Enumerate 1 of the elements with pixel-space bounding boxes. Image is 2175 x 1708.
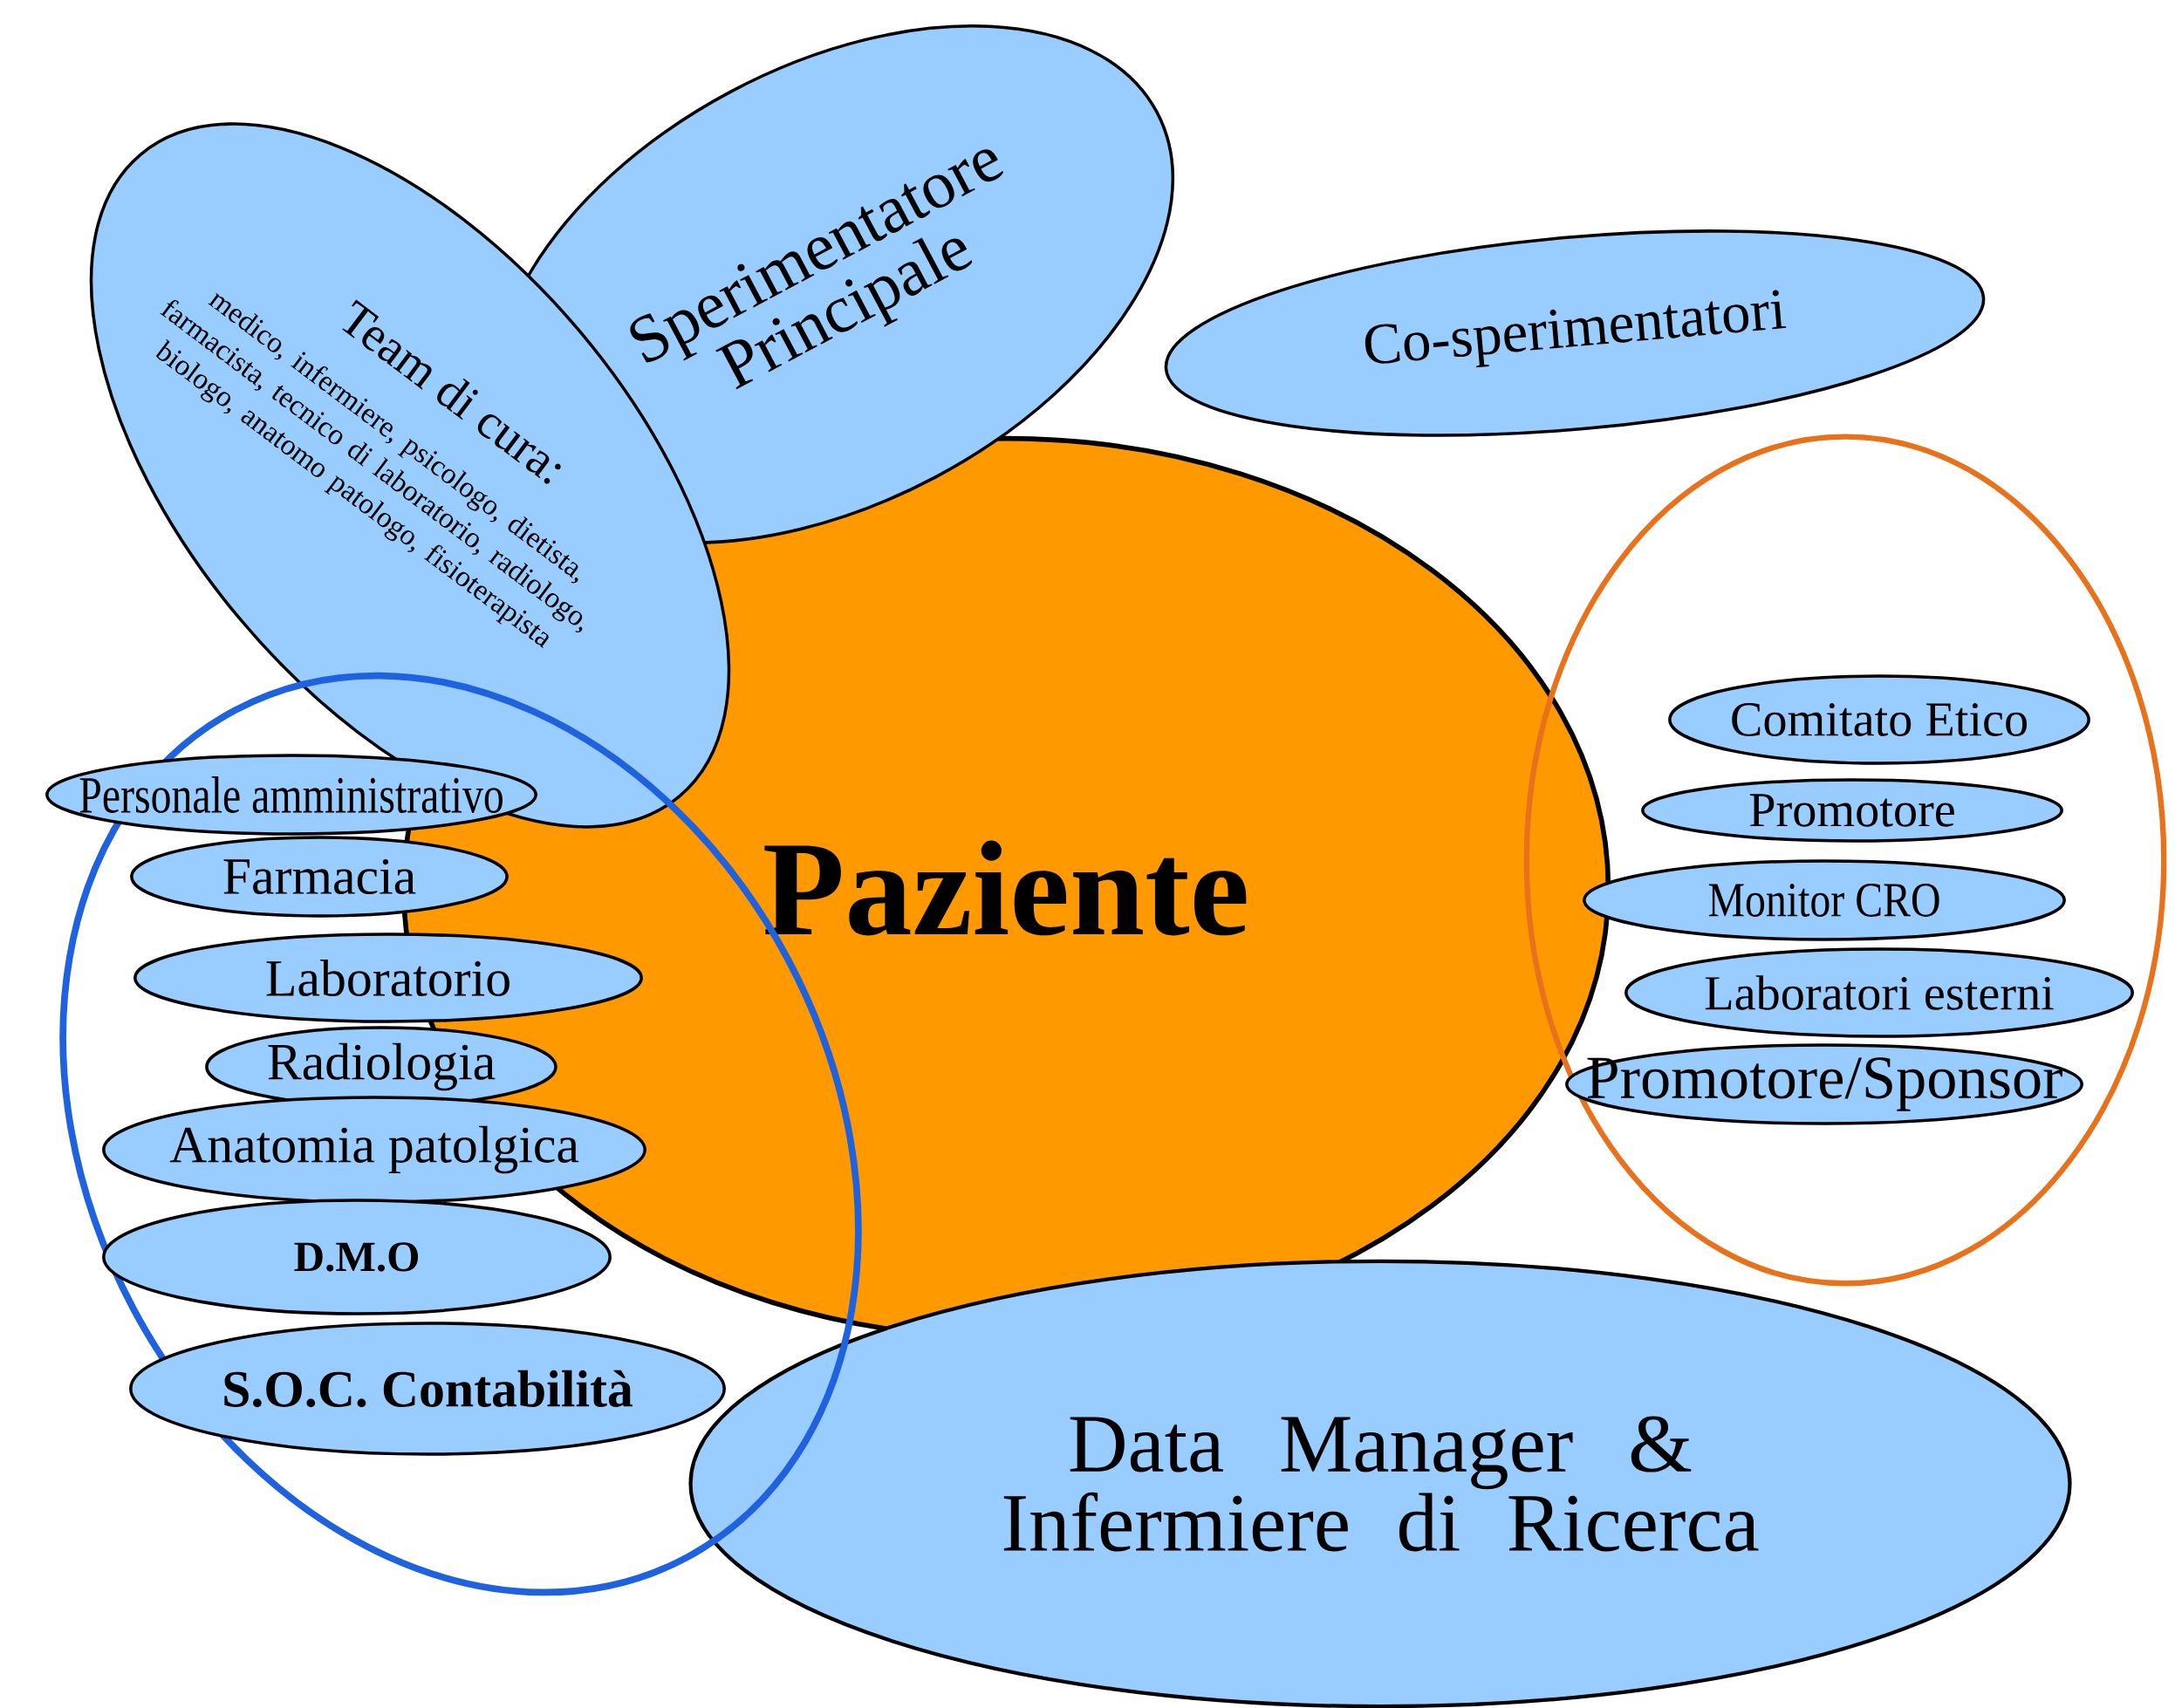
outline-ellipse: [1523, 434, 2167, 1287]
